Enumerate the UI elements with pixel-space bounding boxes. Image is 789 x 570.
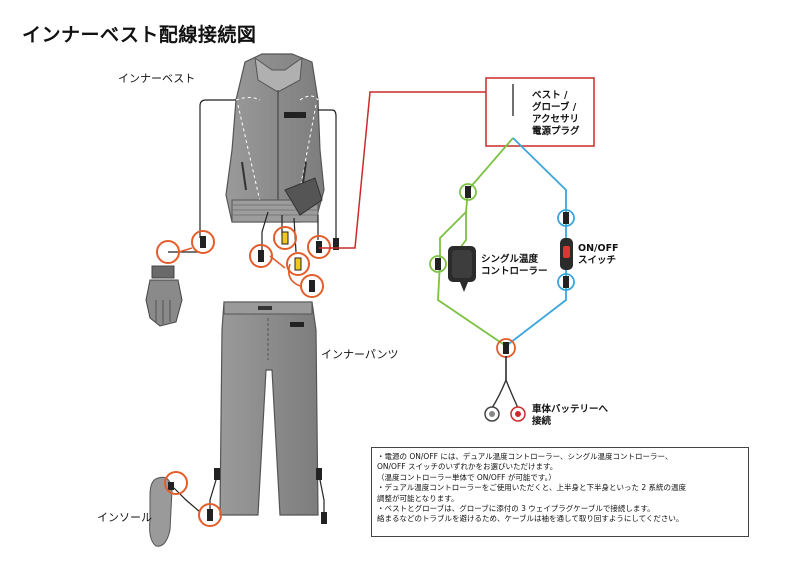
insole-label: インソール [97, 511, 152, 524]
notes-box: ・電源の ON/OFF には、デュアル温度コントローラー、シングル温度コントロー… [371, 447, 749, 537]
power-plug-label: ベスト / グローブ / アクセサリ 電源プラグ [532, 90, 580, 137]
on-off-switch [560, 238, 573, 270]
controller-wiring [437, 137, 567, 347]
inner-vest-label: インナーベスト [118, 72, 196, 85]
note-line: ・ベストとグローブは、グローブに添付の 3 ウェイプラグケーブルで接続します。 [377, 504, 655, 514]
inner-vest-illustration [225, 53, 325, 223]
note-line: 絡まるなどのトラブルを避けるため、ケーブルは袖を通して取り回すようにしてください… [377, 514, 684, 524]
inner-pants-illustration [214, 301, 322, 516]
battery-terminals [484, 406, 526, 422]
insole-illustration [149, 476, 201, 547]
inner-pants-label: インナーパンツ [321, 348, 399, 361]
battery-leads [491, 356, 519, 409]
note-line: ・デュアル温度コントローラーをご使用いただくと、上半身と下半身といった 2 系統… [377, 483, 687, 493]
note-line: 調整が可能となります。 [377, 493, 459, 503]
note-line: ・電源の ON/OFF には、デュアル温度コントローラー、シングル温度コントロー… [377, 452, 673, 461]
note-line: （温度コントローラー単体で ON/OFF が可能です。） [377, 472, 556, 482]
on-off-switch-label: ON/OFF スイッチ [578, 243, 619, 266]
power-plug-callout [485, 77, 595, 147]
note-line: ON/OFF スイッチのいずれかをお選びいただけます。 [377, 462, 558, 472]
diagram-title: インナーベスト配線接続図 [22, 24, 257, 46]
single-controller-label: シングル温度 コントローラー [481, 254, 548, 277]
glove-illustration [145, 265, 183, 327]
battery-label: 車体バッテリーへ 接続 [532, 404, 609, 427]
single-temp-controller [448, 246, 476, 292]
